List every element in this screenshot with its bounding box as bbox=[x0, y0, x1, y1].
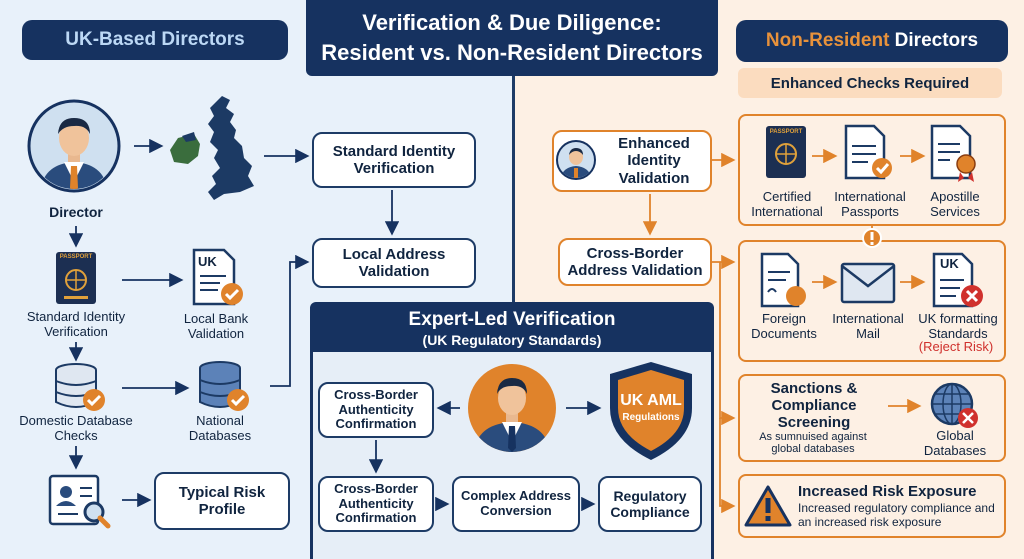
apostille-icon bbox=[930, 124, 976, 182]
foreign-documents-icon bbox=[760, 252, 806, 308]
cross-border-box-2: Cross-Border Authenticity Confirmation bbox=[318, 476, 434, 532]
sanctions-title: Sanctions & Compliance Screening bbox=[770, 380, 858, 431]
uk-based-header: UK-Based Directors bbox=[22, 20, 288, 60]
expert-title: Expert-Led Verification bbox=[408, 309, 616, 330]
id-magnifier-icon bbox=[48, 474, 111, 529]
director-label: Director bbox=[49, 204, 103, 220]
complex-address-text: Complex Address Conversion bbox=[460, 488, 572, 518]
director-avatar-icon bbox=[27, 99, 121, 193]
local-address-box: Local Address Validation bbox=[312, 238, 476, 288]
intl-mail-icon bbox=[840, 262, 896, 304]
cross-border-address-box: Cross-Border Address Validation bbox=[558, 238, 712, 286]
title-line2: Resident vs. Non-Resident Directors bbox=[321, 40, 703, 65]
uk-tag-right: UK bbox=[940, 256, 959, 271]
intl-mail-label: International Mail bbox=[832, 311, 904, 341]
regulatory-box: Regulatory Compliance bbox=[598, 476, 702, 532]
risk-panel bbox=[738, 474, 1006, 538]
intl-passport-doc-icon bbox=[844, 124, 892, 180]
cross-border-address-text: Cross-Border Address Validation bbox=[567, 244, 703, 279]
shield-big-text: UK AML bbox=[620, 392, 682, 409]
cross-border-text-2: Cross-Border Authenticity Confirmation bbox=[334, 480, 418, 526]
enhanced-required-pill: Enhanced Checks Required bbox=[738, 68, 1002, 98]
passport-tag: PASSPORT bbox=[59, 254, 93, 260]
center-divider bbox=[512, 0, 515, 559]
certified-passport-icon bbox=[766, 126, 806, 178]
certified-label: Certified International bbox=[751, 189, 823, 219]
enhanced-required-text: Enhanced Checks Required bbox=[770, 74, 970, 92]
expert-header: Expert-Led Verification (UK Regulatory S… bbox=[312, 304, 712, 352]
cross-border-box-1: Cross-Border Authenticity Confirmation bbox=[318, 382, 434, 438]
small-director-icon bbox=[556, 140, 596, 180]
non-resident-header-white: Directors bbox=[889, 30, 979, 51]
national-db-label: National Databases bbox=[188, 413, 252, 443]
std-id-label: Standard Identity Verification bbox=[26, 309, 126, 339]
standard-identity-text: Standard Identity Verification bbox=[332, 142, 456, 177]
global-db-label: Global Databases bbox=[923, 428, 987, 458]
title-line1: Verification & Due Diligence: bbox=[362, 10, 662, 35]
warning-icon bbox=[744, 485, 792, 527]
foreign-docs-label: Foreign Documents bbox=[751, 311, 817, 341]
uk-format-doc-icon bbox=[932, 252, 983, 308]
uk-tag-left: UK bbox=[198, 254, 217, 269]
standard-identity-box: Standard Identity Verification bbox=[312, 132, 476, 188]
enhanced-identity-text: Enhanced Identity Validation bbox=[618, 135, 690, 187]
global-database-icon bbox=[930, 382, 978, 428]
uk-map-icon bbox=[170, 96, 254, 200]
shield-small-text: Regulations bbox=[622, 412, 680, 423]
local-bank-label: Local Bank Validation bbox=[183, 311, 249, 341]
intl-passports-label: International Passports bbox=[834, 189, 906, 219]
uk-formatting-label: UK formatting Standards bbox=[918, 311, 998, 341]
domestic-db-label: Domestic Database Checks bbox=[19, 413, 133, 443]
passport-icon bbox=[56, 252, 96, 304]
non-resident-header-orange: Non-Resident bbox=[765, 30, 890, 51]
regulatory-text: Regulatory Compliance bbox=[610, 487, 690, 520]
domestic-database-icon bbox=[55, 363, 105, 411]
uk-based-header-text: UK-Based Directors bbox=[65, 29, 245, 50]
risk-subtitle: Increased regulatory compliance and an i… bbox=[798, 501, 995, 529]
bank-document-icon bbox=[192, 248, 243, 306]
expert-subtitle: (UK Regulatory Standards) bbox=[422, 332, 602, 348]
expert-avatar-icon bbox=[468, 364, 556, 452]
reject-risk-label: (Reject Risk) bbox=[918, 339, 994, 354]
apostille-label: Apostille Services bbox=[930, 189, 980, 219]
non-resident-header: Non-Resident Directors bbox=[736, 20, 1008, 62]
enhanced-identity-box: Enhanced Identity Validation bbox=[552, 130, 712, 192]
local-address-text: Local Address Validation bbox=[342, 245, 446, 280]
typical-risk-box: Typical Risk Profile bbox=[154, 472, 290, 530]
passport-tag-right: PASSPORT bbox=[769, 129, 803, 135]
title-panel: Verification & Due Diligence: Resident v… bbox=[306, 0, 718, 76]
sanctions-subtitle: As sumnuised against global databases bbox=[759, 431, 867, 456]
cross-border-text-1: Cross-Border Authenticity Confirmation bbox=[334, 386, 418, 432]
national-database-icon bbox=[199, 361, 249, 411]
risk-title: Increased Risk Exposure bbox=[798, 483, 977, 500]
complex-address-box: Complex Address Conversion bbox=[452, 476, 580, 532]
typical-risk-text: Typical Risk Profile bbox=[178, 483, 266, 518]
uk-aml-shield-icon bbox=[610, 362, 692, 460]
